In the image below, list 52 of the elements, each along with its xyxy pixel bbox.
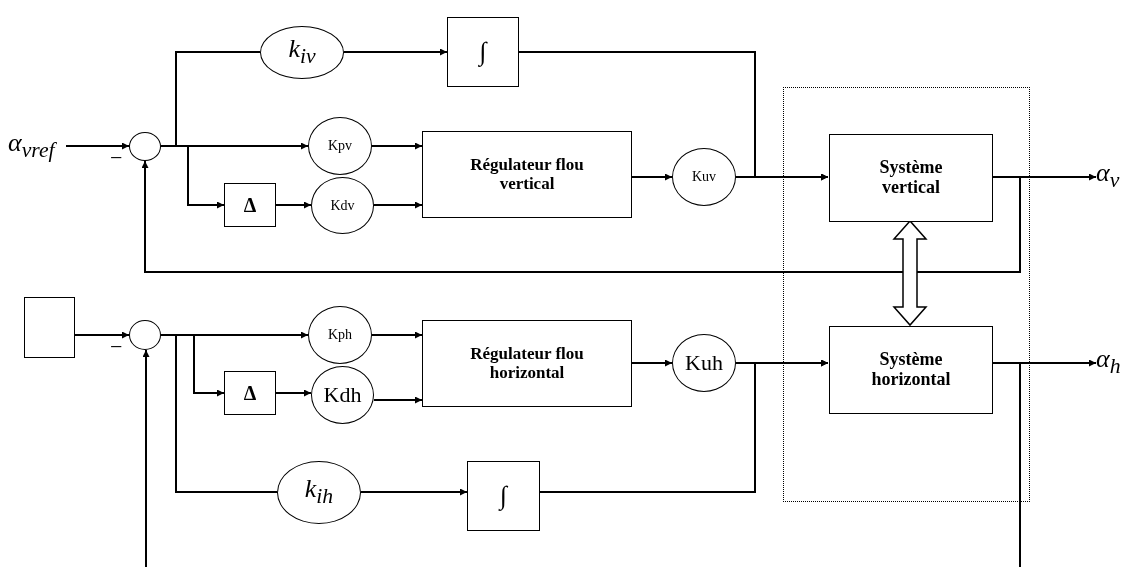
arrow	[735, 359, 829, 367]
gain-label: Kph	[327, 327, 353, 343]
arrow	[275, 389, 312, 397]
arrow	[74, 331, 130, 339]
arrow	[65, 142, 130, 150]
signal-name: α$_{v}$	[1096, 159, 1120, 193]
arrow	[343, 48, 448, 56]
gain-label: k$_{ih}$	[304, 475, 334, 510]
gain-label: Kuh	[685, 350, 723, 376]
system-block	[829, 134, 993, 222]
difference-block	[224, 183, 276, 227]
arrow	[631, 173, 673, 181]
sign-label: −	[110, 147, 123, 169]
controller-label: Régulateur flou horizontal	[469, 344, 585, 383]
integrator-block	[447, 17, 519, 87]
gain-label: Kdv	[330, 197, 355, 214]
arrow	[371, 331, 423, 339]
arrow	[360, 488, 468, 496]
controller-block	[422, 320, 632, 407]
delta-sign: Δ	[243, 382, 257, 404]
system-label: Système vertical	[878, 158, 944, 198]
arrow	[160, 145, 225, 209]
gain-label: Kuv	[691, 169, 717, 185]
arrow	[371, 142, 423, 150]
arrow	[141, 160, 1021, 273]
system-boundary	[783, 87, 1030, 502]
difference-block	[224, 371, 276, 415]
arrow	[373, 396, 423, 404]
controller-block	[422, 131, 632, 218]
system-block	[829, 326, 993, 414]
integrator-block	[467, 461, 540, 531]
arrow	[275, 201, 312, 209]
double-arrow	[892, 219, 928, 327]
summing-junction	[129, 320, 161, 350]
gain-label: Kpv	[327, 138, 353, 154]
controller-label: Régulateur flou vertical	[469, 155, 585, 194]
system-label: Système horizontal	[870, 350, 952, 390]
signal-name: α$_{h}$	[1096, 345, 1121, 379]
integral-sign: ∫	[499, 481, 508, 511]
input-block	[24, 297, 75, 358]
summing-junction	[129, 132, 161, 161]
arrow	[142, 349, 150, 568]
connector-line	[160, 334, 278, 493]
integral-sign: ∫	[479, 37, 487, 67]
arrow	[631, 359, 673, 367]
delta-sign: Δ	[243, 194, 257, 216]
gain-label: Kdh	[323, 382, 362, 408]
gain-label: k$_{iv}$	[288, 35, 316, 70]
arrow	[373, 201, 423, 209]
arrow	[735, 173, 829, 181]
signal-name: α$_{vref}$	[8, 129, 55, 163]
sign-label: −	[110, 336, 123, 358]
